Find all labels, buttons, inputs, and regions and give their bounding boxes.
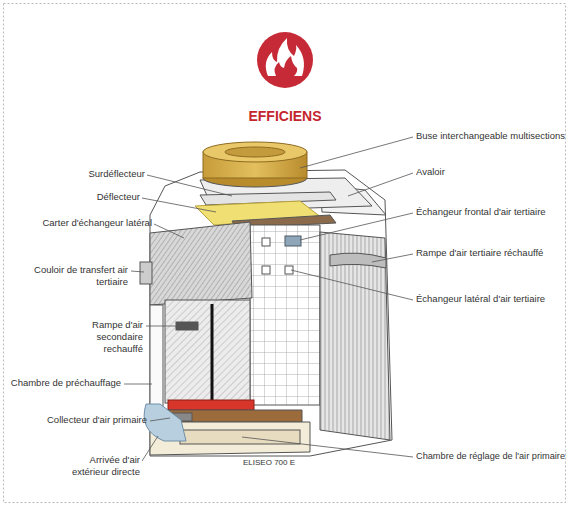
part-label: Chambre de réglage de l'air primaire <box>416 450 565 462</box>
part-label: Carter d'échangeur latéral <box>42 217 152 229</box>
stove-body <box>140 142 392 456</box>
model-caption: ELISEO 700 E <box>243 458 295 467</box>
part-label: Buse interchangeable multisections <box>416 130 565 142</box>
part-label: Déflecteur <box>97 191 140 203</box>
part-label: Collecteur d'air primaire <box>47 414 147 426</box>
part-label: Arrivée d'air extérieur directe <box>60 454 140 478</box>
leader-lines <box>124 137 413 461</box>
part-label: Échangeur latéral d'air tertiaire <box>416 293 545 305</box>
part-label: Échangeur frontal d'air tertiaire <box>416 206 546 218</box>
part-label: Surdéflecteur <box>88 168 145 180</box>
part-label: Rampe d'air secondaire rechauffé <box>57 319 143 355</box>
part-label: Avaloir <box>416 166 445 178</box>
flame-icon <box>257 32 313 88</box>
heading: EFFICIENS <box>185 108 385 124</box>
page-frame <box>4 4 566 503</box>
part-label: Rampe d'air tertiaire réchauffé <box>416 247 543 259</box>
part-label: Chambre de préchauffage <box>11 377 121 389</box>
part-label: Couloir de transfert air tertiaire <box>32 264 128 288</box>
